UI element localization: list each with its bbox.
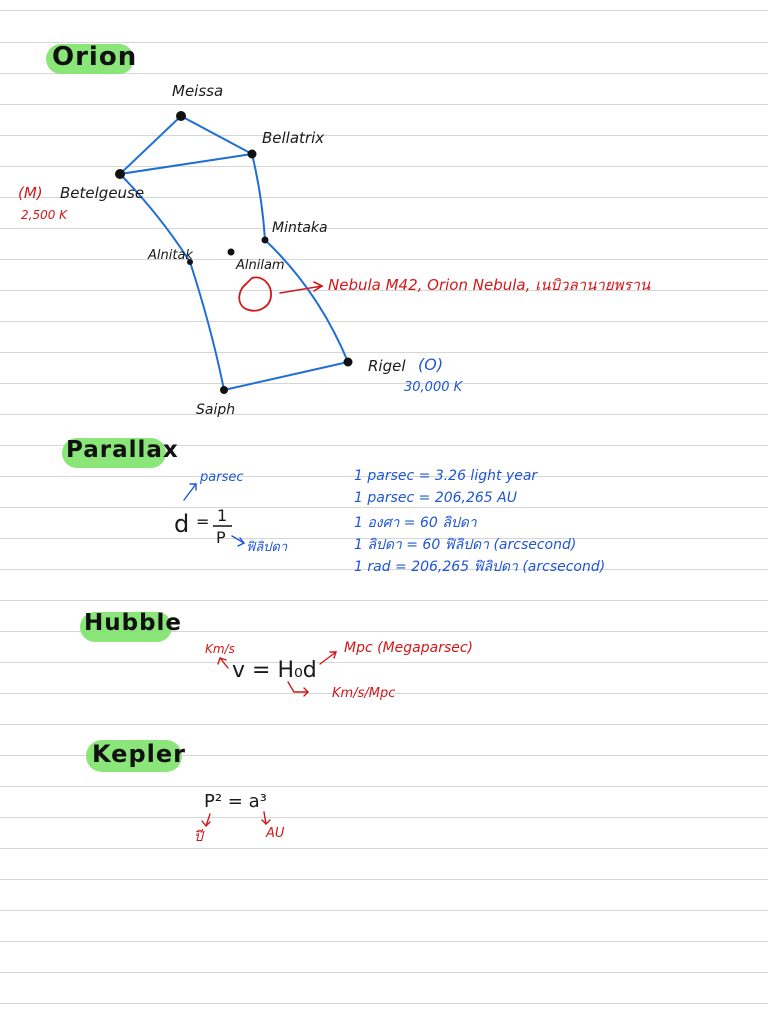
parallax-highlight	[62, 438, 166, 468]
orion-heading: Orion	[52, 42, 138, 72]
label-bellatrix: Bellatrix	[262, 129, 325, 147]
nebula-note: Nebula M42, Orion Nebula, เนบิวลานายพราน	[328, 276, 651, 294]
label-mintaka: Mintaka	[272, 220, 328, 236]
rigel-class: (O)	[418, 355, 444, 374]
edge-meissa-betelgeuse	[119, 115, 182, 175]
nebula-arrow	[279, 285, 323, 294]
star-rigel	[343, 357, 353, 367]
betelgeuse-temperature: 2,500 K	[21, 208, 68, 222]
parallax-fact: 1 rad = 206,265 ฟิลิปดา (arcsecond)	[354, 559, 606, 575]
edge-betelgeuse-alnitak	[119, 173, 191, 263]
parallax-numerator: 1	[217, 506, 228, 525]
star-mintaka	[261, 236, 269, 244]
parallax-d-unit: parsec	[200, 470, 244, 485]
star-saiph	[220, 386, 228, 394]
parallax-fact: 1 ลิปดา = 60 ฟิลิปดา (arcsecond)	[354, 537, 577, 553]
label-alnilam: Alnilam	[236, 258, 285, 273]
orion-highlight	[46, 44, 134, 74]
star-alnitak	[187, 259, 193, 265]
edge-saiph-rigel	[223, 361, 349, 391]
parallax-heading: Parallax	[66, 437, 179, 463]
kepler-a-unit: AU	[266, 826, 285, 841]
parallax-fact: 1 parsec = 206,265 AU	[354, 490, 517, 506]
rigel-temperature: 30,000 K	[404, 380, 463, 395]
hubble-highlight	[80, 612, 172, 642]
hubble-v-unit: Km/s	[205, 642, 235, 656]
parallax-fact: 1 parsec = 3.26 light year	[354, 468, 538, 484]
edge-mintaka-rigel	[264, 239, 349, 363]
parallax-d: d	[174, 510, 190, 538]
label-betelgeuse: Betelgeuse	[60, 184, 145, 202]
star-alnilam	[227, 248, 235, 256]
kepler-p-unit: ปี	[194, 829, 203, 845]
star-meissa	[176, 111, 186, 121]
kepler-heading: Kepler	[92, 740, 186, 768]
hubble-heading: Hubble	[84, 610, 183, 636]
hubble-formula: v = H₀d	[232, 658, 317, 683]
star-betelgeuse	[115, 169, 125, 179]
nebula-sketch	[238, 276, 272, 312]
label-meissa: Meissa	[172, 82, 224, 100]
edge-bellatrix-mintaka	[251, 153, 266, 241]
parallax-p-unit: ฟิลิปดา	[246, 540, 288, 555]
hubble-h-unit: Km/s/Mpc	[332, 686, 396, 701]
hubble-d-unit: Mpc (Megaparsec)	[344, 640, 474, 656]
kepler-formula: P² = a³	[204, 791, 267, 812]
edge-betelgeuse-bellatrix	[119, 153, 253, 175]
star-bellatrix	[247, 149, 257, 159]
edge-meissa-bellatrix	[180, 115, 253, 155]
parallax-fact: 1 องศา = 60 ลิปดา	[354, 515, 477, 531]
label-saiph: Saiph	[196, 402, 236, 418]
kepler-highlight	[86, 740, 182, 772]
label-rigel: Rigel	[368, 357, 406, 375]
label-alnitak: Alnitak	[148, 248, 193, 263]
nebula-arrowhead	[313, 281, 324, 292]
parallax-denominator: P	[216, 528, 226, 547]
edge-alnitak-saiph	[189, 261, 225, 391]
betelgeuse-class: (M)	[18, 184, 43, 202]
parallax-equals: =	[196, 512, 210, 531]
